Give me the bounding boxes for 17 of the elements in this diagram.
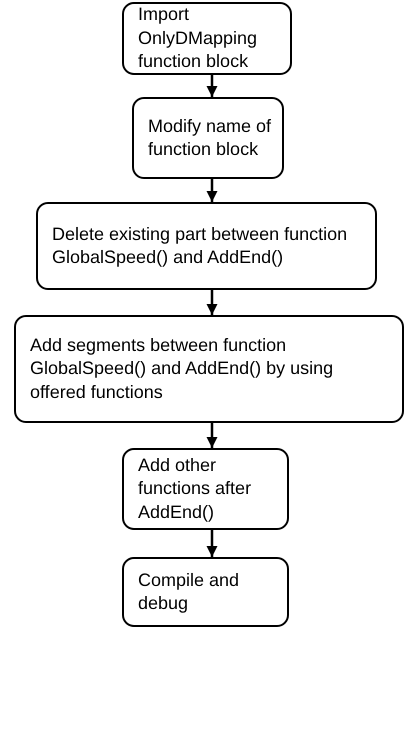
step-text: Import OnlyDMapping function block xyxy=(138,3,258,74)
arrow xyxy=(206,179,218,202)
arrow xyxy=(206,75,218,97)
step-text: Modify name of function block xyxy=(148,114,272,161)
process-box xyxy=(122,448,289,530)
step-text: Add segments between function GlobalSpeed() and AddEnd() by using offered functions xyxy=(30,334,334,404)
arrow xyxy=(206,530,218,557)
process-box xyxy=(132,97,284,179)
process-box xyxy=(14,315,404,423)
step-text: Compile and debug xyxy=(138,568,240,615)
step-text: Delete existing part between function GlobalSpeed() and AddEnd() xyxy=(52,222,348,269)
process-box xyxy=(122,2,292,75)
arrow xyxy=(206,290,218,315)
arrow xyxy=(206,423,218,448)
process-box xyxy=(122,557,289,627)
process-box xyxy=(36,202,377,290)
step-text: Add other functions after AddEnd() xyxy=(138,454,252,524)
